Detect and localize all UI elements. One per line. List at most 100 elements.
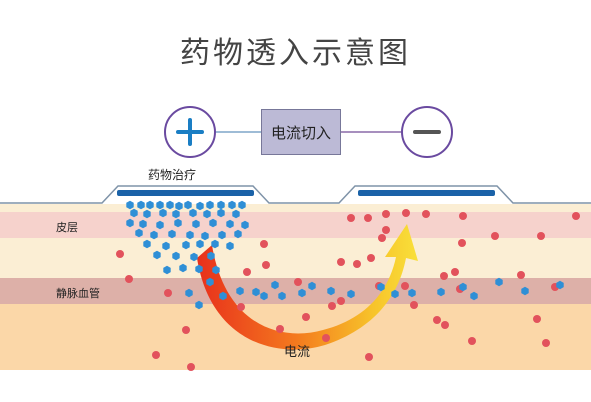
red-particle [402,209,410,217]
drug-particle [150,230,158,240]
drug-particle [206,277,214,287]
drug-particle [195,264,203,274]
drug-particle [377,282,385,292]
drug-particle [218,230,226,240]
drug-particle [153,250,161,260]
red-particle [572,212,580,220]
current-label: 电流 [284,344,311,359]
drug-particle [391,289,399,299]
red-particle [347,214,355,222]
drug-particle [206,200,214,210]
drug-particle [470,291,478,301]
skin-layer-label: 皮层 [56,222,78,234]
drug-particle [209,218,217,228]
red-particle [537,232,545,240]
vein-label: 静脉血管 [56,288,100,300]
red-particle [382,226,390,234]
current-input-label: 电流切入 [270,124,331,142]
red-particle [237,303,245,311]
drug-particle [195,300,203,310]
drug-particle [217,200,225,210]
drug-particle [192,219,200,229]
drug-particle [175,201,183,211]
drug-particle [234,229,242,239]
drug-particle [226,219,234,229]
red-particle [533,315,541,323]
red-particle [243,268,251,276]
drug-particle [185,288,193,298]
drug-particle [327,286,335,296]
drug-particle [459,282,467,292]
negative-pad [358,190,495,196]
drug-particle [201,231,209,241]
drug-particle [146,200,154,210]
red-particle [187,363,195,371]
drug-particle [135,228,143,238]
drug-particle [232,209,240,219]
red-particle [164,289,172,297]
red-particle [152,351,160,359]
red-particle [468,337,476,345]
red-particle [440,272,448,280]
drug-particle [163,265,171,275]
drug-particle [172,209,180,219]
red-particle [451,268,459,276]
drug-particle [207,251,215,261]
drug-particle [203,209,211,219]
page-title: 药物透入示意图 [180,37,411,70]
red-particle [353,260,361,268]
red-particle [433,316,441,324]
drug-particle [159,208,167,218]
red-particle [276,325,284,333]
red-particle [410,301,418,309]
drug-particle [298,288,306,298]
red-particle [382,210,390,218]
red-particle [294,278,302,286]
red-particle [322,334,330,342]
drug-particle [495,277,503,287]
drug-particle [308,281,316,291]
drug-particle [219,291,227,301]
layer-top-cream [0,204,591,212]
drug-particle [143,209,151,219]
red-particle [378,234,386,242]
drug-particle [182,240,190,250]
red-particle [459,212,467,220]
drug-particle [137,200,145,210]
drug-particle [156,200,164,210]
red-particles [116,209,580,371]
layer-dermis [0,238,591,278]
drug-particle [252,287,260,297]
red-particle [364,214,372,222]
red-particle [542,339,550,347]
drug-particle [143,239,151,249]
red-particle [262,261,270,269]
drug-particle [196,201,204,211]
current-arrow [197,224,418,350]
drug-particle [156,220,164,230]
drug-particle [260,291,268,301]
minus-icon [403,108,451,156]
drug-particle [126,200,134,210]
skin-surface-line [0,185,591,204]
drug-particle [521,286,529,296]
red-particle [302,313,310,321]
drug-particle [162,241,170,251]
plus-icon [166,108,214,156]
drug-particle [217,208,225,218]
red-particle [116,250,124,258]
drug-particle [278,291,286,301]
drug-particle [408,288,416,298]
red-particle [337,258,345,266]
drug-particle [126,218,134,228]
red-particle [441,321,449,329]
drug-particle [189,208,197,218]
drug-particle [190,252,198,262]
drug-particle [184,200,192,210]
red-particle [182,326,190,334]
drug-particle [271,280,279,290]
drug-particles [126,200,564,310]
drug-particle [139,219,147,229]
